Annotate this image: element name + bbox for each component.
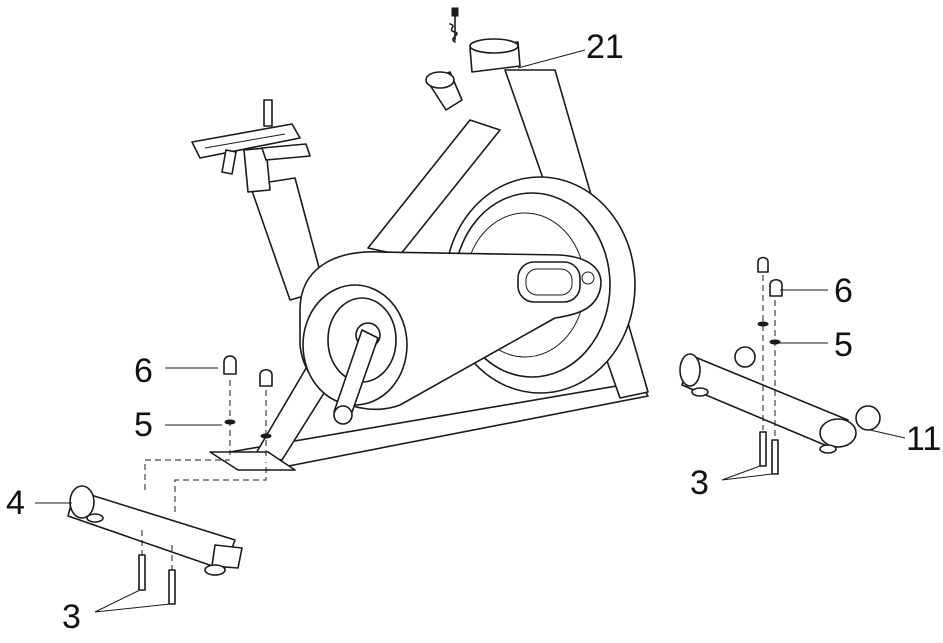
- callout-21: 21: [586, 28, 624, 66]
- front-stabilizer: [679, 256, 881, 475]
- crank-assembly: [302, 284, 408, 425]
- callout-5-right: 5: [834, 326, 853, 364]
- callout-3-left: 3: [62, 598, 81, 636]
- leader-lines: [35, 49, 906, 613]
- callout-3-right: 3: [690, 464, 709, 502]
- seat-assembly: [191, 99, 311, 193]
- callout-6-right: 6: [834, 272, 853, 310]
- callout-11: 11: [906, 420, 942, 458]
- rear-stabilizer: [67, 355, 296, 605]
- callout-4: 4: [6, 484, 25, 522]
- callout-5-left: 5: [134, 406, 153, 444]
- callout-6-left: 6: [134, 352, 153, 390]
- handlebar-post: [425, 7, 521, 111]
